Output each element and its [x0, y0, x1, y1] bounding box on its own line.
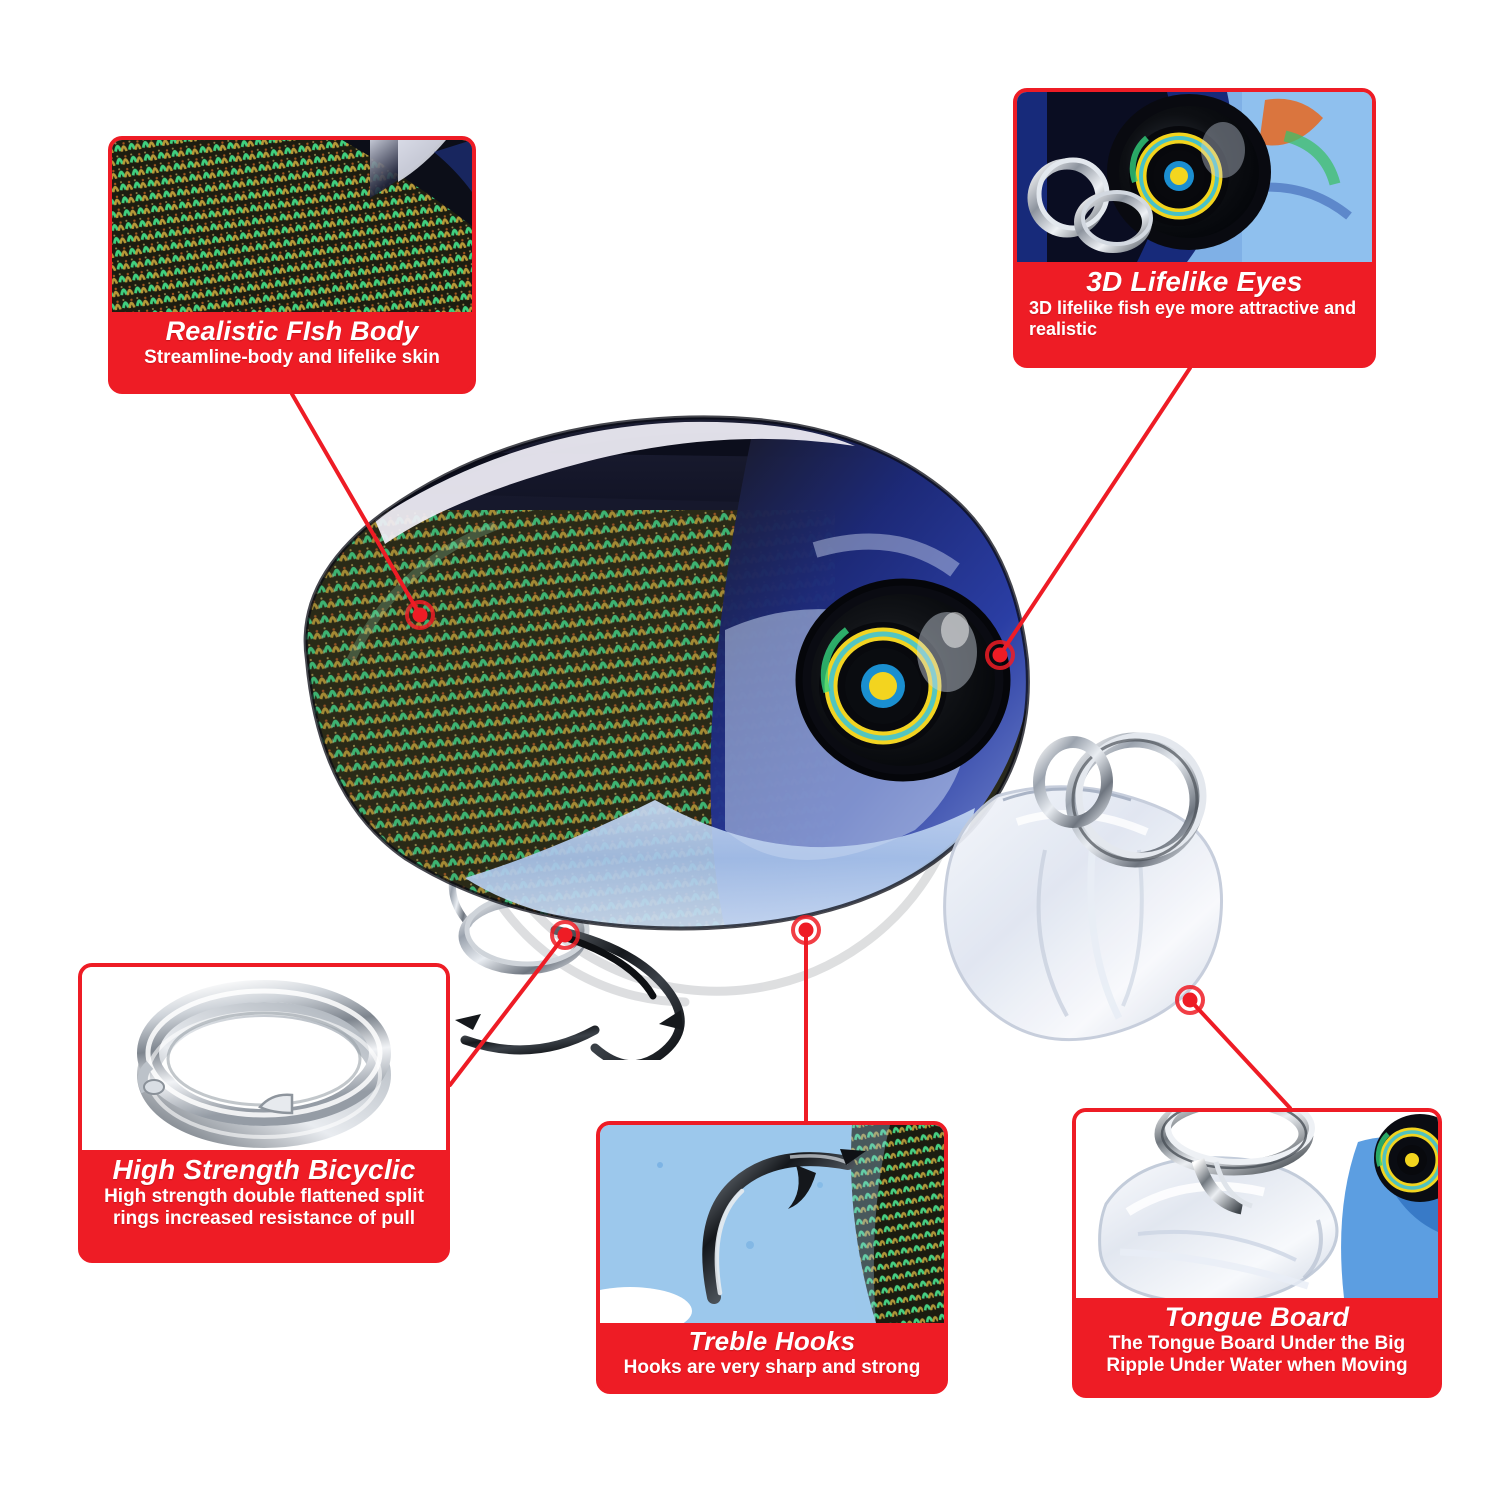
- callout-subtitle: Streamline-body and lifelike skin: [144, 347, 440, 369]
- photo-treble-hook-point: [600, 1125, 944, 1323]
- callout-realistic-fish-body[interactable]: Realistic FIsh Body Streamline-body and …: [108, 136, 476, 394]
- lure-eye-3d: [795, 578, 1011, 782]
- callout-treble-hooks[interactable]: Treble Hooks Hooks are very sharp and st…: [596, 1121, 948, 1394]
- callout-3d-lifelike-eyes[interactable]: 3D Lifelike Eyes 3D lifelike fish eye mo…: [1013, 88, 1376, 368]
- photo-fish-body-texture: [112, 140, 472, 312]
- callout-title: Treble Hooks: [688, 1326, 856, 1356]
- photo-split-ring: [82, 967, 446, 1150]
- callout-subtitle: Hooks are very sharp and strong: [623, 1357, 921, 1379]
- caption-3d-lifelike-eyes: 3D Lifelike Eyes 3D lifelike fish eye mo…: [1017, 262, 1372, 350]
- callout-tongue-board[interactable]: Tongue Board The Tongue Board Under the …: [1072, 1108, 1442, 1398]
- callout-title: Realistic FIsh Body: [165, 316, 419, 346]
- callout-subtitle: 3D lifelike fish eye more attractive and…: [1029, 298, 1357, 340]
- photo-eye-closeup: [1017, 92, 1372, 262]
- caption-realistic-fish-body: Realistic FIsh Body Streamline-body and …: [112, 312, 472, 379]
- callout-subtitle: The Tongue Board Under the Big Ripple Un…: [1106, 1333, 1408, 1377]
- caption-tongue-board: Tongue Board The Tongue Board Under the …: [1076, 1298, 1438, 1387]
- caption-high-strength-bicyclic: High Strength Bicyclic High strength dou…: [82, 1150, 446, 1240]
- callout-title: 3D Lifelike Eyes: [1086, 266, 1303, 297]
- caption-treble-hooks: Treble Hooks Hooks are very sharp and st…: [600, 1323, 944, 1389]
- product-lure-illustration: [255, 330, 1265, 1060]
- callout-high-strength-bicyclic[interactable]: High Strength Bicyclic High strength dou…: [78, 963, 450, 1263]
- photo-tongue-board: [1076, 1112, 1438, 1298]
- callout-title: High Strength Bicyclic: [112, 1154, 416, 1185]
- callout-subtitle: High strength double flattened split rin…: [104, 1186, 424, 1230]
- nose-split-ring: [1033, 732, 1207, 868]
- callout-title: Tongue Board: [1164, 1302, 1350, 1332]
